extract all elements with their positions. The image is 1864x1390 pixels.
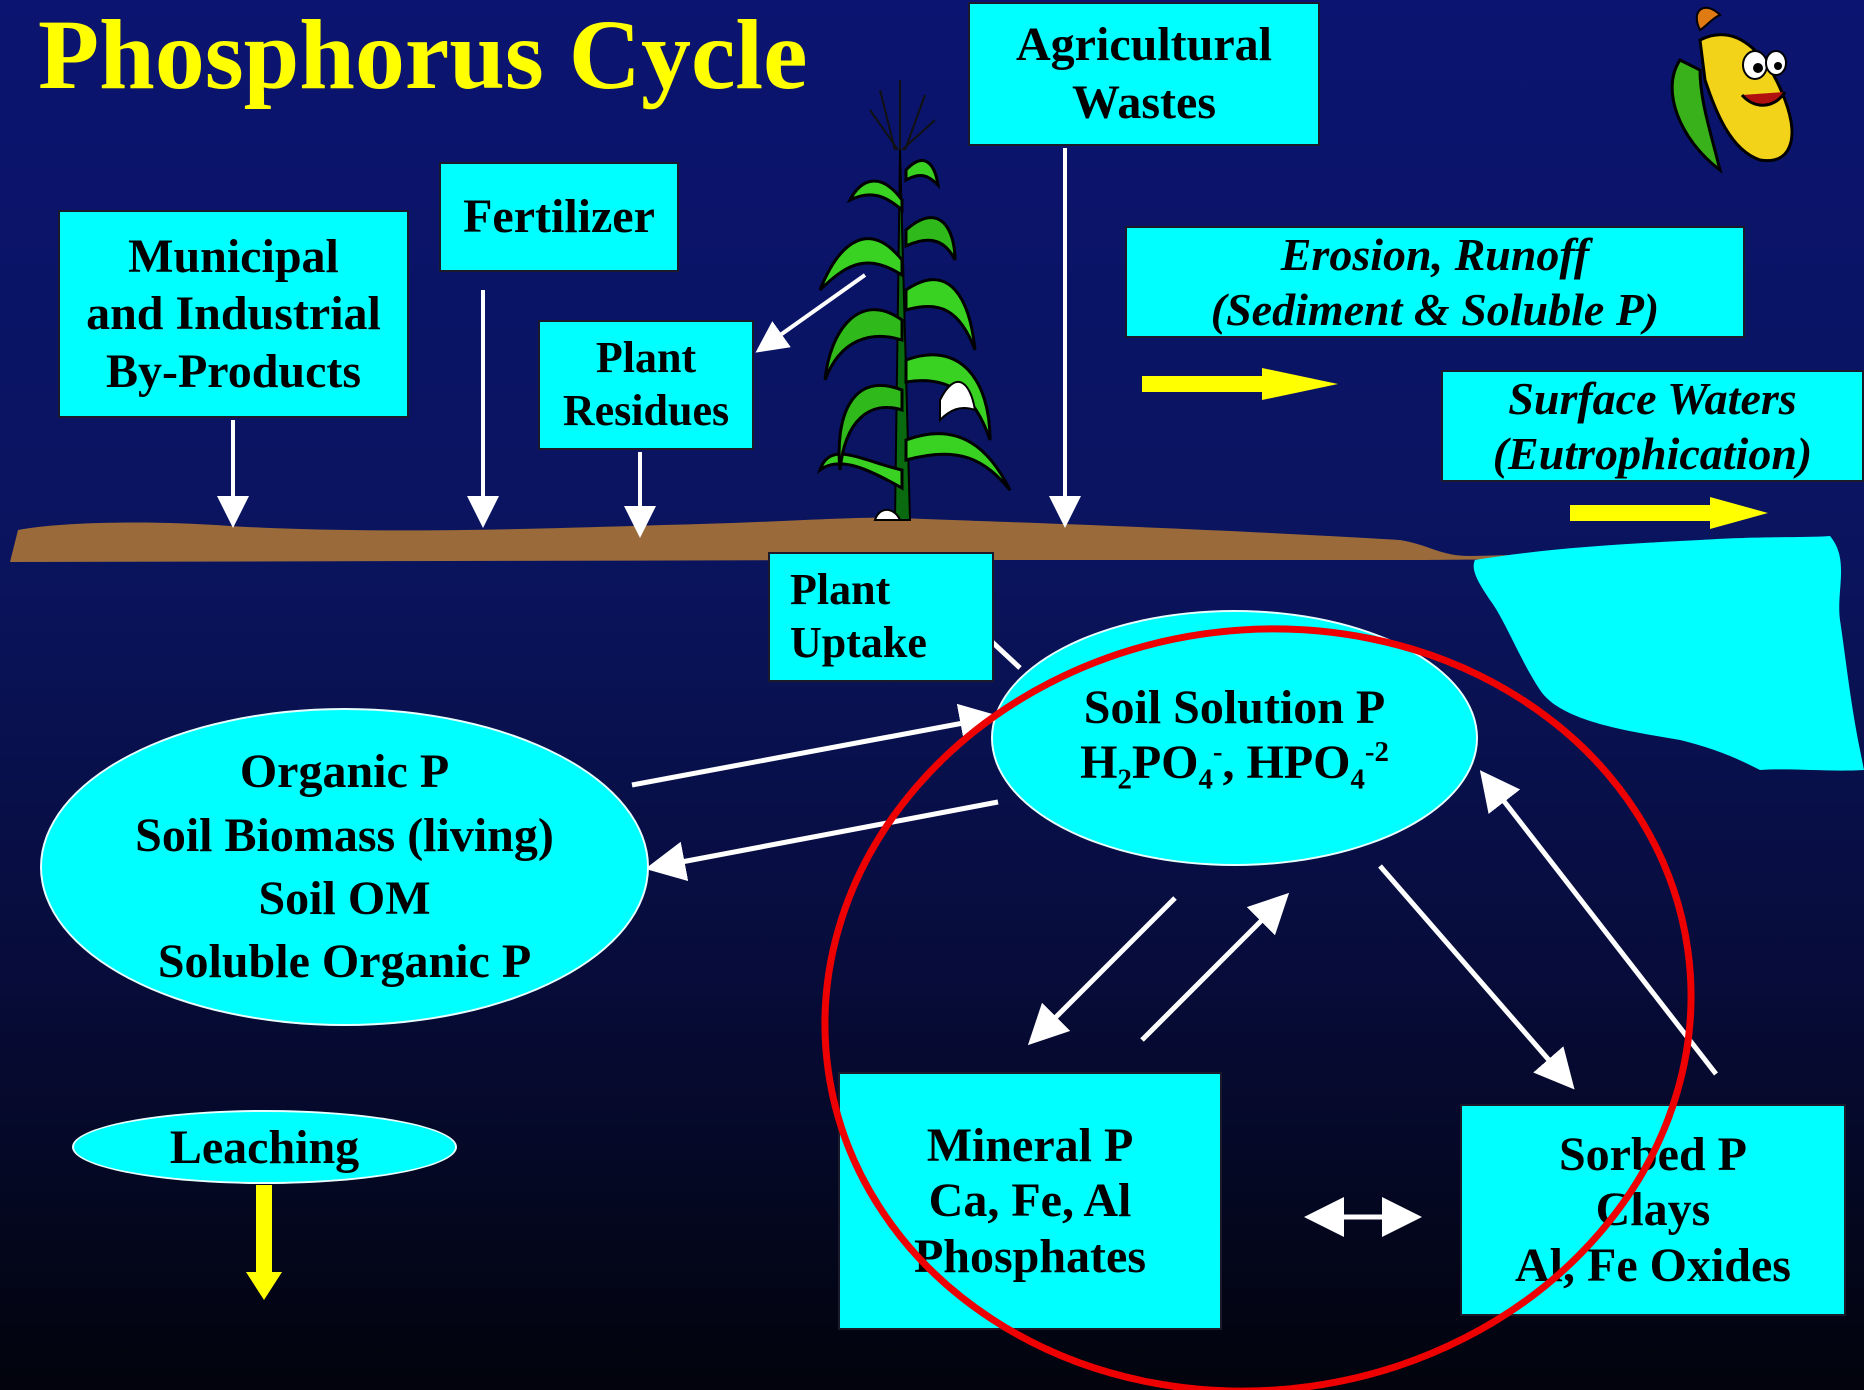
municipal-byproducts-box: Municipal and Industrial By-Products	[58, 210, 409, 418]
plant-uptake-line-2: Uptake	[790, 617, 927, 670]
arrow-solution-to-organic	[655, 802, 998, 867]
corn-plant-icon	[820, 80, 1010, 520]
organic-p-line-1: Organic P	[240, 740, 449, 803]
municipal-line-1: Municipal	[128, 228, 339, 286]
erosion-runoff-box: Erosion, Runoff (Sediment & Soluble P)	[1125, 226, 1745, 338]
formula-hpo-sup: -2	[1365, 736, 1389, 768]
sorbed-p-line-1: Sorbed P	[1559, 1127, 1747, 1182]
formula-po-sup: -	[1213, 736, 1223, 768]
organic-p-node: Organic P Soil Biomass (living) Soil OM …	[40, 708, 649, 1026]
fertilizer-box: Fertilizer	[439, 162, 679, 272]
plant-residues-line-2: Residues	[563, 385, 729, 438]
formula-separator: , HPO	[1223, 736, 1351, 789]
leaching-label: Leaching	[170, 1120, 359, 1175]
formula-po: PO	[1132, 736, 1199, 789]
leaching-node: Leaching	[72, 1110, 457, 1184]
mineral-p-box: Mineral P Ca, Fe, Al Phosphates	[838, 1072, 1222, 1330]
soil-solution-node: Soil Solution P H2PO4-, HPO4-2	[991, 610, 1478, 866]
erosion-line-1: Erosion, Runoff	[1281, 227, 1590, 282]
surface-waters-line-1: Surface Waters	[1508, 371, 1796, 426]
municipal-line-2: and Industrial	[86, 285, 381, 343]
arrow-solution-to-mineral	[1035, 898, 1175, 1038]
arrow-surface-water-yellow	[1570, 497, 1768, 529]
agricultural-wastes-box: Agricultural Wastes	[968, 2, 1320, 146]
sorbed-p-box: Sorbed P Clays Al, Fe Oxides	[1460, 1104, 1846, 1316]
plant-residues-box: Plant Residues	[538, 320, 754, 450]
soil-solution-formula: H2PO4-, HPO4-2	[1080, 735, 1389, 797]
municipal-line-3: By-Products	[106, 343, 361, 401]
arrow-erosion-yellow	[1142, 368, 1338, 400]
surface-waters-box: Surface Waters (Eutrophication)	[1441, 370, 1864, 482]
organic-p-line-4: Soluble Organic P	[158, 930, 531, 993]
corn-mascot-icon	[1672, 8, 1792, 170]
organic-p-line-3: Soil OM	[258, 867, 430, 930]
mineral-p-line-3: Phosphates	[914, 1229, 1146, 1284]
formula-hpo-sub: 4	[1351, 763, 1365, 795]
formula-h: H	[1080, 736, 1117, 789]
agricultural-wastes-line-1: Agricultural	[1016, 16, 1272, 74]
mineral-p-line-1: Mineral P	[927, 1118, 1134, 1173]
sorbed-p-line-2: Clays	[1596, 1182, 1711, 1237]
surface-water-shape	[1474, 536, 1864, 771]
page-title: Phosphorus Cycle	[38, 0, 808, 110]
organic-p-line-2: Soil Biomass (living)	[135, 804, 554, 867]
arrow-mineral-to-solution	[1142, 900, 1282, 1040]
erosion-line-2: (Sediment & Soluble P)	[1211, 282, 1660, 337]
arrow-solution-to-sorbed	[1380, 866, 1568, 1082]
surface-waters-line-2: (Eutrophication)	[1493, 426, 1813, 481]
sorbed-p-line-3: Al, Fe Oxides	[1515, 1238, 1791, 1293]
formula-h-sub: 2	[1117, 763, 1131, 795]
arrow-leaching-yellow	[246, 1185, 282, 1300]
agricultural-wastes-line-2: Wastes	[1072, 74, 1216, 132]
mineral-p-line-2: Ca, Fe, Al	[929, 1173, 1132, 1228]
soil-solution-title: Soil Solution P	[1084, 680, 1385, 735]
plant-uptake-box: Plant Uptake	[768, 552, 994, 682]
arrow-organic-to-solution	[632, 718, 990, 785]
fertilizer-label: Fertilizer	[463, 188, 655, 246]
formula-po-sub: 4	[1199, 763, 1213, 795]
plant-uptake-line-1: Plant	[790, 564, 890, 617]
plant-residues-line-1: Plant	[596, 332, 696, 385]
